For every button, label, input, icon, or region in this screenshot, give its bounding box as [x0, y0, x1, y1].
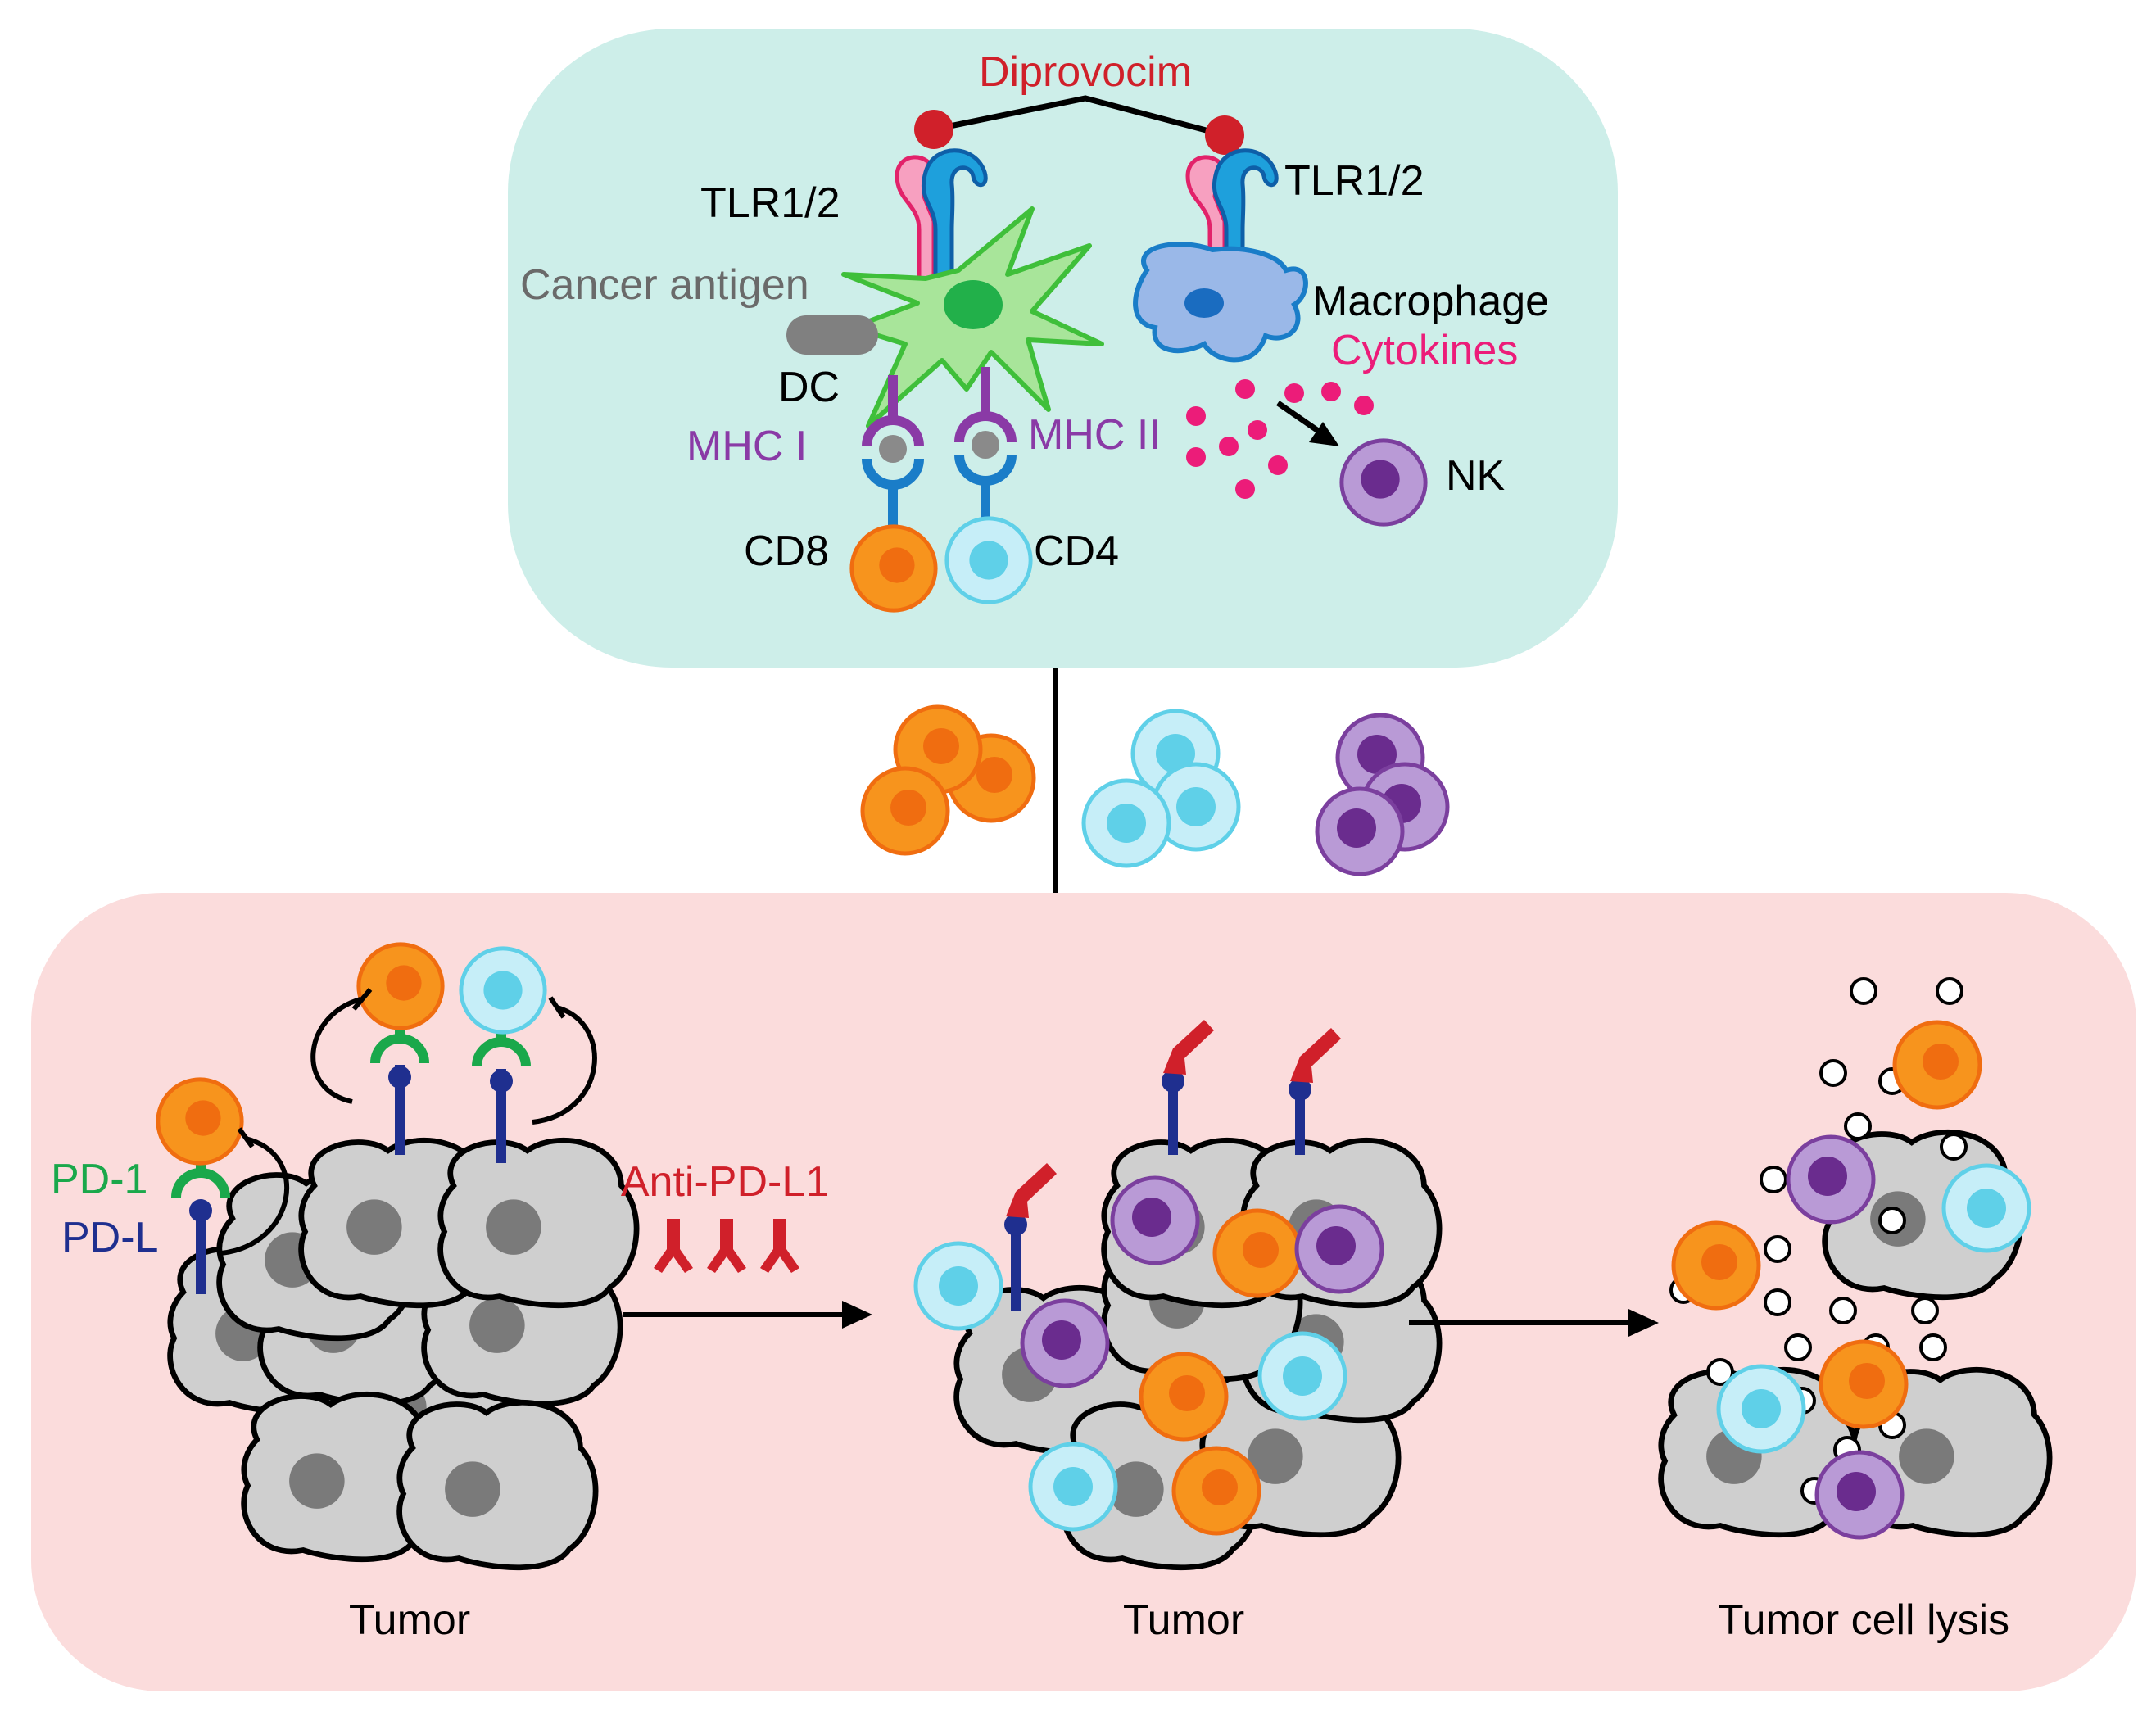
cd8-cluster [863, 707, 1034, 853]
diprovocim-label: Diprovocim [979, 48, 1192, 96]
cd8-label: CD8 [744, 527, 829, 575]
cd8-cell-middle-2 [1141, 1354, 1226, 1439]
inhibit-arc-1 [220, 1136, 290, 1256]
cancer-antigen-icon [786, 315, 878, 355]
cytokine-arrow [1276, 401, 1325, 437]
pdl-label: PD-L [61, 1214, 158, 1261]
tumor-middle-label: Tumor [1123, 1596, 1244, 1644]
tumor-left-label: Tumor [349, 1596, 470, 1644]
cd4-cluster [1084, 711, 1239, 866]
cd4-cell-icon [947, 518, 1030, 602]
antibody-icons [654, 1219, 799, 1273]
tumor-lysis-label: Tumor cell lysis [1718, 1596, 2009, 1644]
cd8-cell-left-top [359, 944, 442, 1028]
cd8-cell-icon [852, 527, 935, 610]
cd4-cell-middle-3 [1030, 1444, 1116, 1529]
cytokines-label: Cytokines [1331, 327, 1518, 374]
pd1-pdl1-left [171, 1151, 230, 1294]
cd4-cell-middle-1 [916, 1243, 1001, 1329]
dc-nucleus [944, 280, 1003, 329]
cd4-label: CD4 [1034, 527, 1119, 575]
cytokine-dots [1186, 379, 1374, 499]
cd4-cell-lysis-1 [1944, 1166, 2029, 1251]
nk-label: NK [1446, 452, 1506, 500]
nk-cell-middle-3 [1022, 1301, 1107, 1386]
mhc2-label: MHC II [1028, 411, 1161, 459]
cd4-cell-lysis-2 [1719, 1366, 1804, 1451]
cd8-cell-lysis-2 [1674, 1223, 1759, 1308]
lysis-arrowhead [1628, 1309, 1659, 1337]
diprovocim-molecule [914, 95, 1244, 155]
inhibit-arc-3 [532, 1005, 597, 1125]
anti-pdl1-label: Anti-PD-L1 [621, 1158, 829, 1206]
mhc1-label: MHC I [686, 423, 807, 470]
cytokine-arrowhead [1309, 422, 1339, 446]
macrophage-nucleus [1184, 288, 1224, 318]
cd4-cell-middle-2 [1260, 1333, 1345, 1419]
tlr-right-label: TLR1/2 [1284, 157, 1424, 205]
nk-cell-middle-2 [1297, 1207, 1382, 1292]
cd8-cell-lysis-1 [1895, 1022, 1980, 1107]
cd8-cell-lysis-3 [1821, 1342, 1906, 1427]
pdl1-antibody-bound [1004, 1020, 1341, 1311]
nk-cell-icon [1342, 441, 1425, 524]
mhc1-complex [862, 375, 924, 532]
nk-cell-lysis-2 [1817, 1452, 1902, 1537]
top-panel [508, 29, 1618, 668]
cd4-cell-left-top [461, 949, 545, 1032]
macrophage-label: Macrophage [1312, 278, 1549, 325]
nk-cell-lysis-1 [1788, 1137, 1873, 1222]
cancer-antigen-label: Cancer antigen [520, 261, 809, 309]
tlr-left-label: TLR1/2 [700, 179, 840, 227]
dc-label: DC [778, 364, 840, 411]
cd8-cell-middle-1 [1215, 1211, 1300, 1296]
treatment-arrowhead [842, 1301, 872, 1329]
nk-cell-middle-1 [1112, 1178, 1198, 1263]
mhc2-complex [954, 367, 1017, 524]
pd1-label: PD-1 [51, 1156, 147, 1203]
nk-cluster [1317, 715, 1447, 874]
inhibit-arc-2 [310, 997, 361, 1104]
cd8-cell-middle-3 [1174, 1448, 1259, 1533]
cd8-cell-left [158, 1080, 242, 1163]
